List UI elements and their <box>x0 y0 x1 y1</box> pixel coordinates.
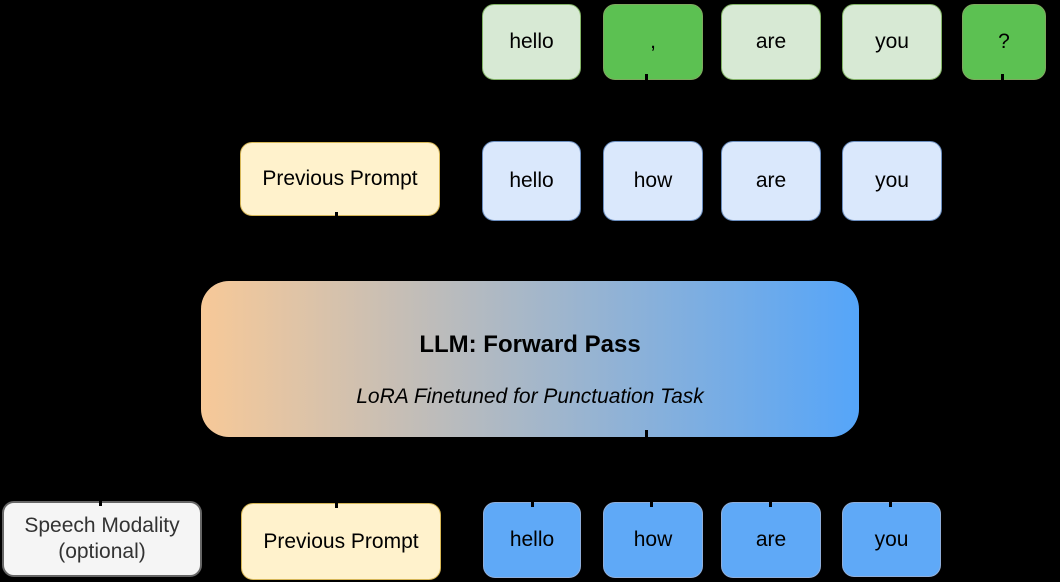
output-token-question: ? <box>962 4 1046 80</box>
output-token-hello: hello <box>482 4 581 80</box>
output-token-are: are <box>721 4 821 80</box>
context-token-hello: hello <box>482 141 581 221</box>
arrow-stub-above-speech <box>99 497 102 506</box>
llm-subtitle: LoRA Finetuned for Punctuation Task <box>356 385 704 408</box>
previous-prompt-input-box: Previous Prompt <box>241 503 441 580</box>
speech-modality-box: Speech Modality (optional) <box>2 501 202 577</box>
llm-title: LLM: Forward Pass <box>419 331 641 358</box>
output-token-comma: , <box>603 4 703 80</box>
arrow-stub-into-comma <box>645 74 648 83</box>
output-token-you: you <box>842 4 942 80</box>
input-token-how: how <box>603 502 703 578</box>
context-token-are: are <box>721 141 821 221</box>
context-token-how: how <box>603 141 703 221</box>
input-token-you: you <box>842 502 941 577</box>
context-token-you: you <box>842 141 942 221</box>
arrow-stub-above-input-prompt <box>335 499 338 508</box>
speech-modality-optional-label: (optional) <box>58 540 146 563</box>
arrow-stub-above-input-you <box>889 498 892 507</box>
arrow-stub-below-llm <box>645 430 648 443</box>
arrow-stub-above-input-hello <box>531 498 534 507</box>
speech-modality-label: Speech Modality <box>24 514 180 537</box>
arrow-stub-above-input-are <box>769 498 772 507</box>
input-token-are: are <box>721 502 821 578</box>
input-token-hello: hello <box>483 502 581 578</box>
arrow-stub-into-question <box>1001 74 1004 83</box>
arrow-stub-above-input-how <box>650 498 653 507</box>
arrow-stub-below-context-prompt <box>335 212 338 221</box>
previous-prompt-context-box: Previous Prompt <box>240 142 440 216</box>
llm-forward-pass-box: LLM: Forward Pass LoRA Finetuned for Pun… <box>201 281 859 437</box>
